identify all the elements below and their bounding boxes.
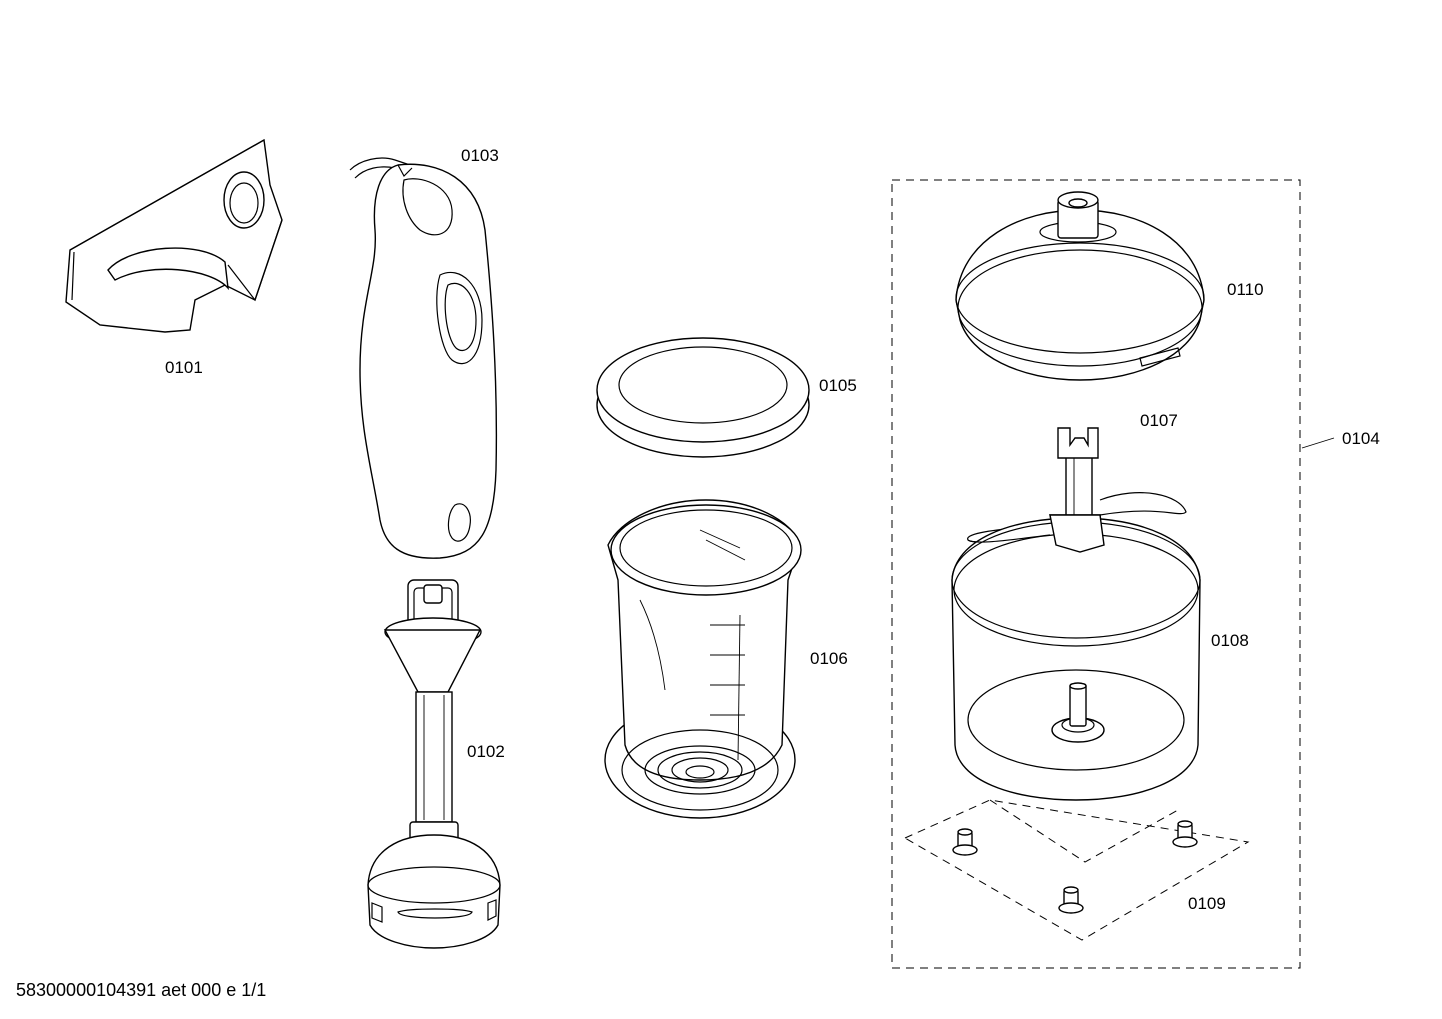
label-0107: 0107 <box>1140 411 1178 430</box>
part-0102-blender-foot <box>367 579 501 949</box>
foot-1 <box>952 828 978 856</box>
label-0104: 0104 <box>1342 429 1380 448</box>
label-0108: 0108 <box>1211 631 1249 650</box>
part-0101-wall-holder <box>65 138 283 333</box>
part-0106-measuring-beaker <box>604 499 802 819</box>
part-0108-chopper-bowl <box>951 514 1201 801</box>
document-code: 58300000104391 aet 000 e 1/1 <box>16 980 267 1000</box>
label-0102: 0102 <box>467 742 505 761</box>
label-0101: 0101 <box>165 358 203 377</box>
part-0110-chopper-lid <box>955 191 1205 381</box>
part-0104-chopper-set-frame <box>891 179 1335 969</box>
label-0110: 0110 <box>1227 280 1264 299</box>
label-0105: 0105 <box>819 376 857 395</box>
part-0105-beaker-lid <box>596 337 810 458</box>
label-0109: 0109 <box>1188 894 1226 913</box>
label-0106: 0106 <box>810 649 848 668</box>
part-0109-rubber-feet <box>903 799 1250 941</box>
part-0103-motor-handle <box>349 157 498 559</box>
foot-2 <box>1172 820 1198 848</box>
label-0103: 0103 <box>461 146 499 165</box>
foot-3 <box>1058 886 1084 914</box>
